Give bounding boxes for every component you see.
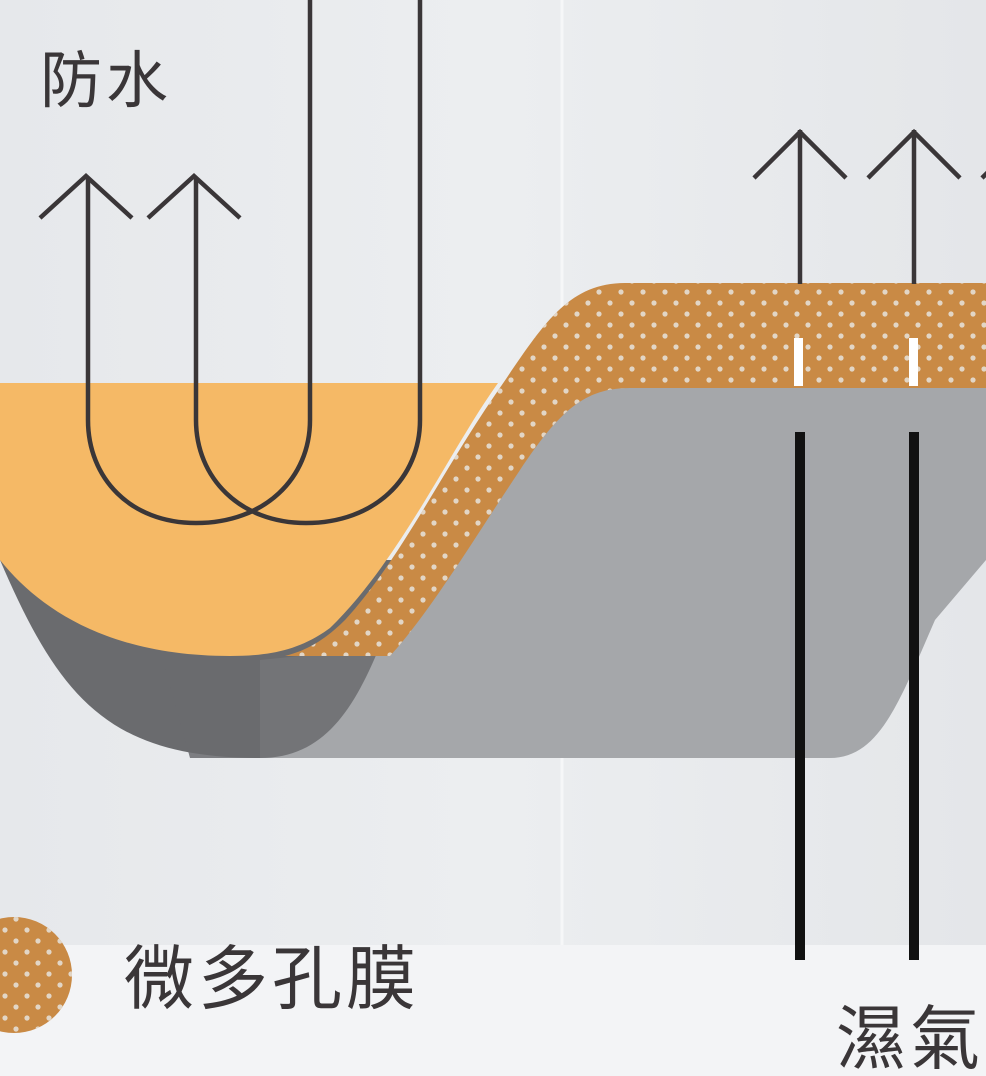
dotted-circle-icon [0,917,72,1033]
membrane-legend-label: 微多孔膜 [124,938,420,1020]
water-pool [0,383,498,656]
up-arrow-head-1 [38,172,134,220]
bottom-panel [0,945,986,1076]
vapor-arrow-head-2 [866,128,962,180]
pore-gap-1 [794,338,803,386]
membrane-pores [285,283,986,656]
water-arrow-2 [193,0,423,526]
waterproof-label: 防水 [40,44,173,117]
moisture-label: 濕氣 [836,998,984,1076]
water-arrow-1 [85,0,313,526]
vapor-arrow-head-1 [752,128,848,180]
pore-gap-2 [909,338,918,386]
up-arrow-head-2 [146,172,242,220]
